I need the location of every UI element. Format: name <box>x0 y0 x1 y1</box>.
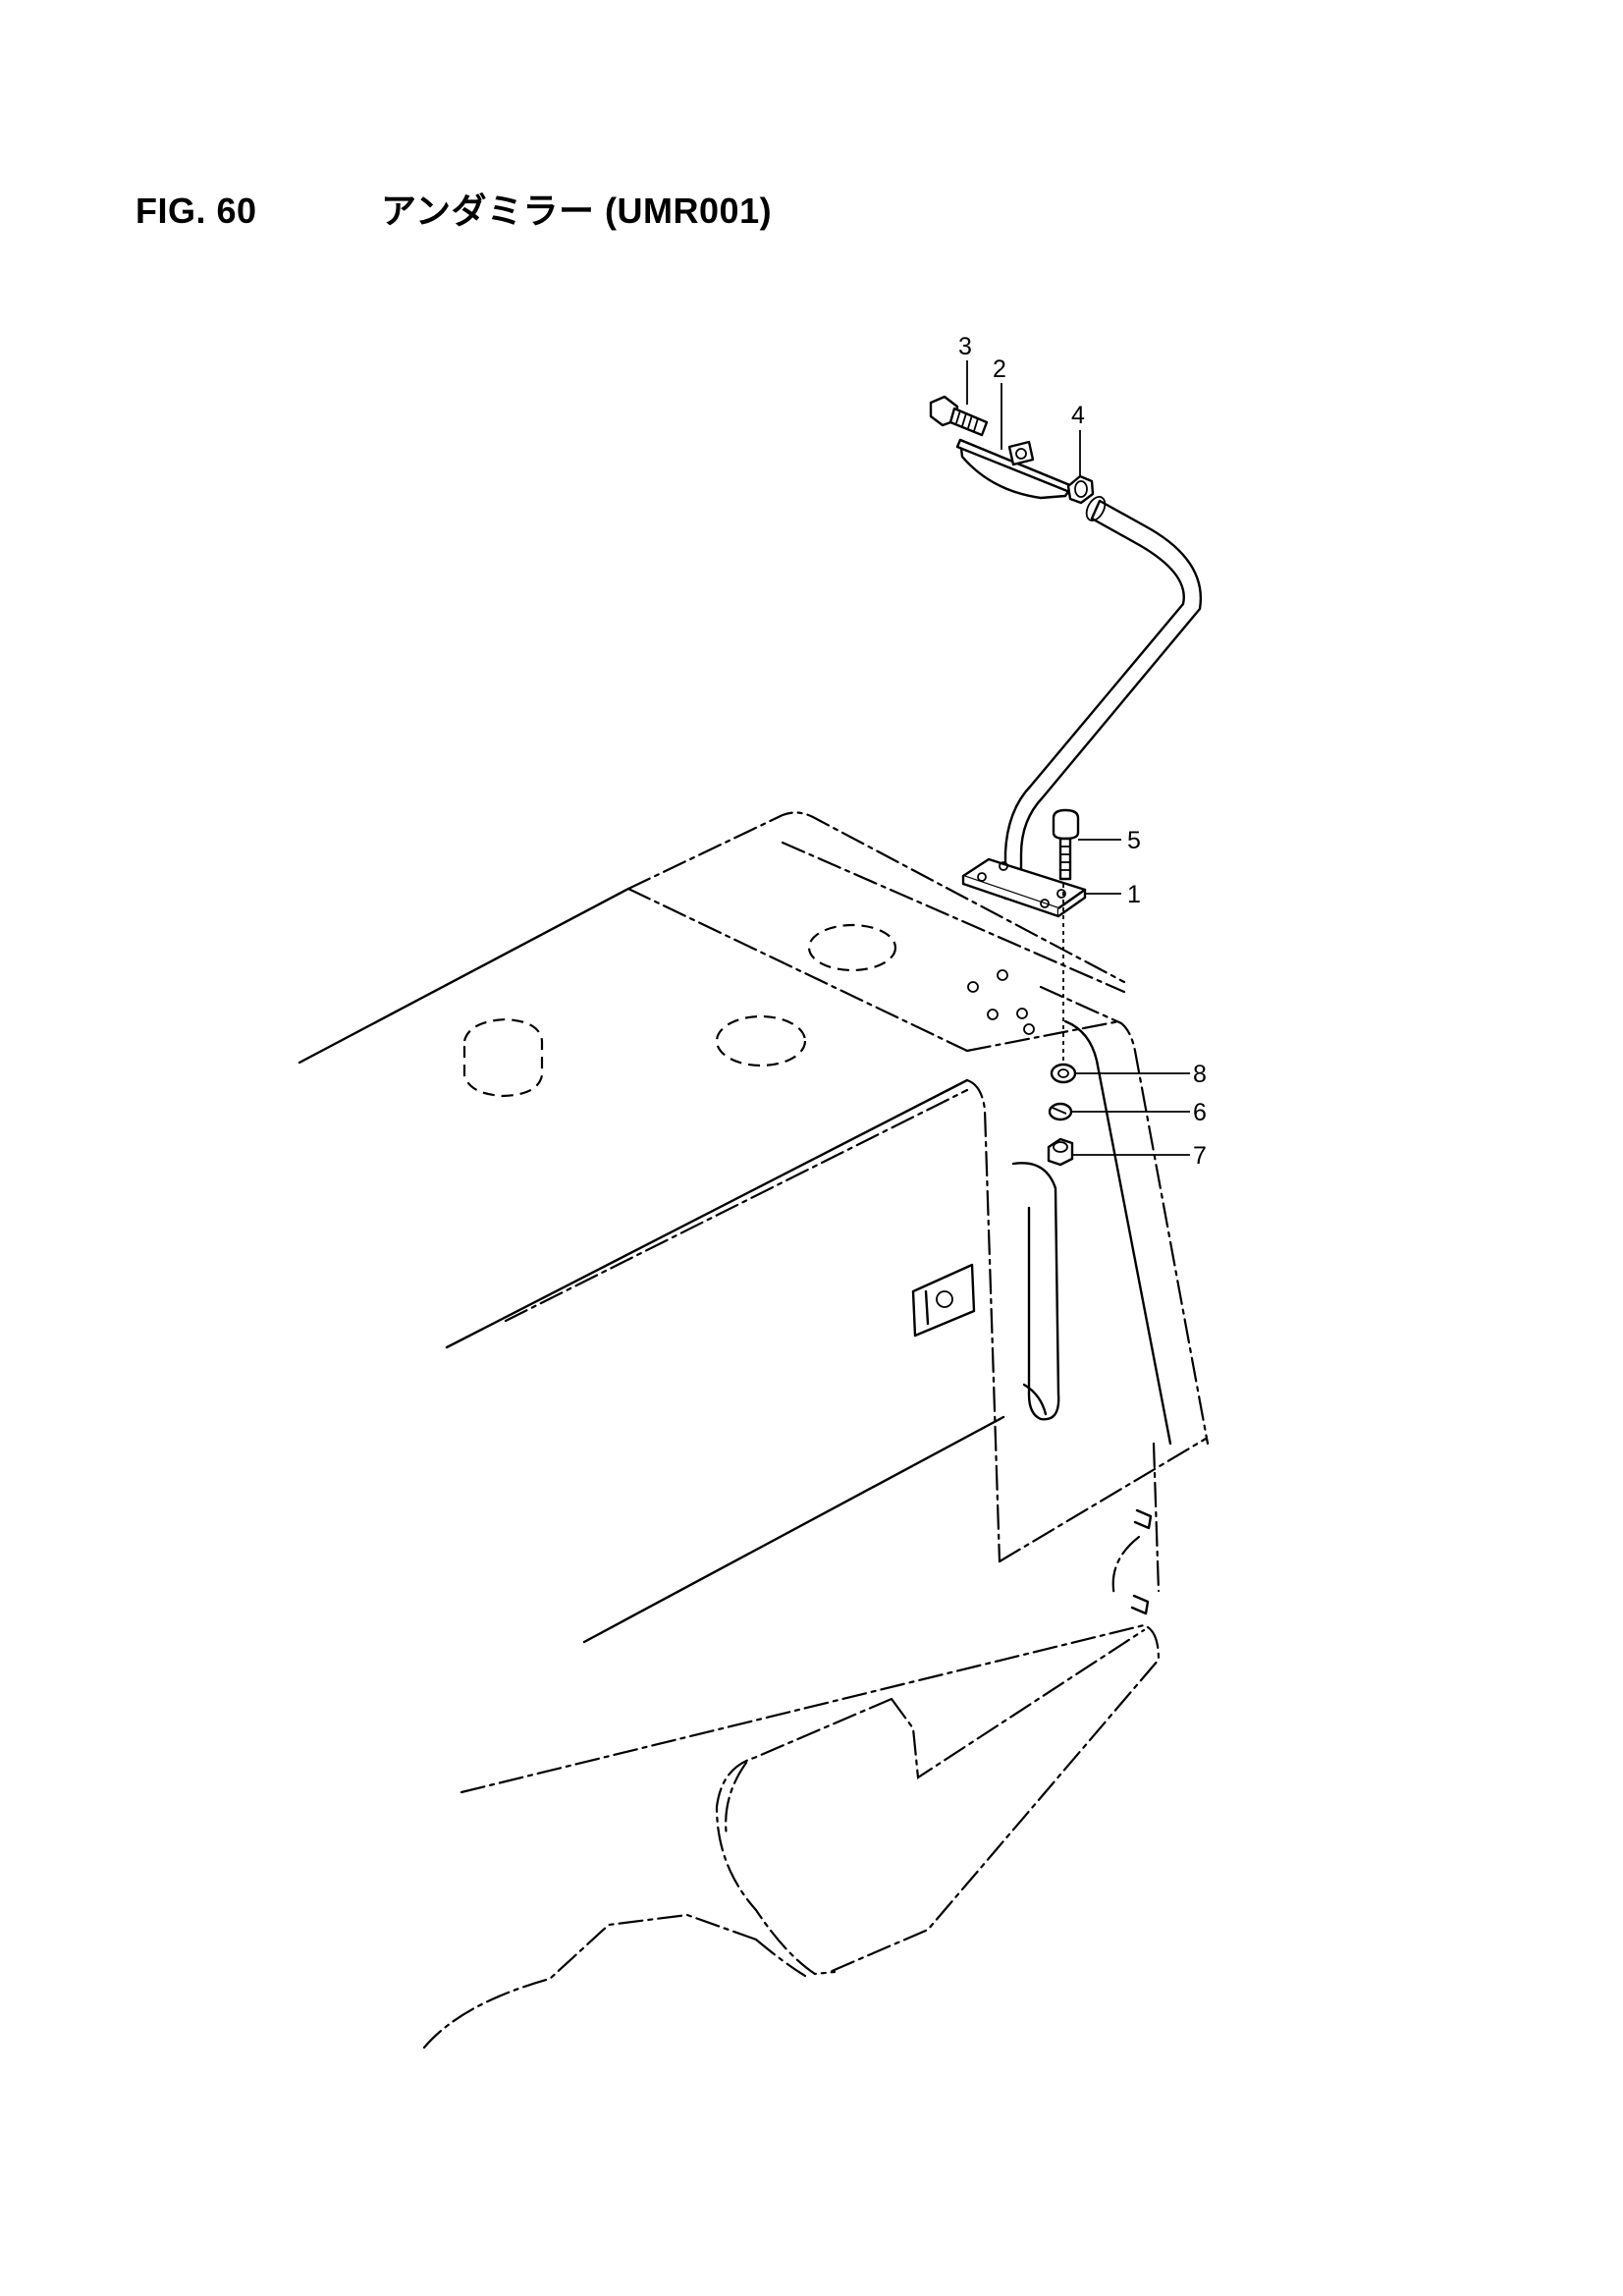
callout-6: 6 <box>1193 1099 1207 1126</box>
callout-7: 7 <box>1193 1142 1207 1170</box>
mirror <box>955 438 1074 500</box>
fuel-cap <box>807 923 897 972</box>
bracket-plate <box>961 857 1087 918</box>
mirror-stay <box>1003 496 1203 901</box>
figure-number: FIG. 60 <box>135 191 257 231</box>
spring-washer-6 <box>1048 1102 1073 1121</box>
callout-5: 5 <box>1127 827 1141 854</box>
nut-4 <box>1066 474 1095 505</box>
callout-8: 8 <box>1193 1061 1207 1088</box>
figure-heading: FIG. 60 アンダミラー (UMR001) <box>135 183 772 234</box>
callout-2: 2 <box>993 355 1006 383</box>
bolt-3 <box>929 395 989 437</box>
figure-title: アンダミラー (UMR001) <box>381 191 773 231</box>
nut-7 <box>1047 1137 1074 1167</box>
bolt-5 <box>1052 808 1080 881</box>
plain-washer-8 <box>1050 1063 1077 1084</box>
switch-box <box>911 1263 976 1338</box>
leader-lines <box>966 360 1190 1156</box>
callout-1: 1 <box>1127 881 1141 908</box>
hood-cap <box>715 1014 807 1067</box>
cylinder-cap <box>462 1017 544 1098</box>
callout-labels: 3 2 4 5 1 8 6 7 <box>958 333 1207 1170</box>
machine-body-outline <box>298 811 1210 2050</box>
callout-3: 3 <box>958 333 972 360</box>
callout-4: 4 <box>1071 402 1085 429</box>
